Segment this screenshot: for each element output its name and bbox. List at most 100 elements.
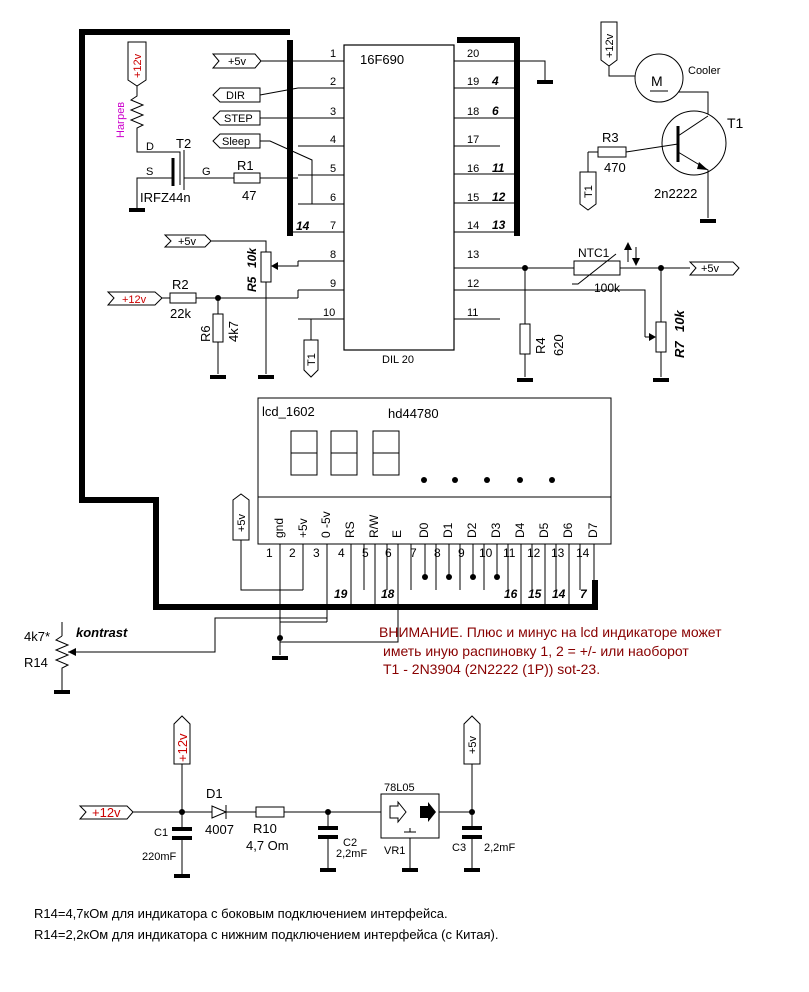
svg-text:R/W: R/W — [367, 514, 381, 538]
svg-text:10k: 10k — [245, 247, 259, 268]
svg-text:+5v: +5v — [467, 735, 479, 754]
svg-text:R2: R2 — [172, 277, 189, 292]
svg-text:11: 11 — [503, 546, 516, 560]
vr1-78l05: 78L05 VR1 — [380, 782, 440, 872]
port-12v-tap: +12v — [173, 715, 191, 812]
svg-text:220mF: 220mF — [142, 851, 177, 863]
mcu-tag-12: 12 — [492, 190, 506, 204]
svg-text:T1: T1 — [727, 115, 744, 131]
svg-text:R14=4,7кОм для индикатора с б: R14=4,7кОм для индикатора с боковым подк… — [34, 906, 448, 921]
svg-text:2,2mF: 2,2mF — [484, 842, 515, 854]
svg-text:Cooler: Cooler — [688, 65, 721, 77]
t2-mosfet: T2 S G IRFZ44n — [129, 136, 234, 212]
svg-text:D6: D6 — [561, 522, 575, 538]
mcu-pin-13: 13 — [467, 249, 479, 261]
lcd-ctrl: hd44780 — [388, 406, 439, 421]
port-5v-r5: +5v — [163, 234, 267, 252]
mcu-pin-12: 12 — [467, 278, 479, 290]
c2: C2 2,2mF — [318, 812, 367, 872]
svg-text:R14: R14 — [24, 655, 48, 670]
svg-text:9: 9 — [458, 546, 465, 560]
svg-text:STEP: STEP — [224, 113, 253, 125]
svg-text:gnd: gnd — [272, 518, 286, 538]
svg-text:+12v: +12v — [604, 33, 616, 58]
svg-text:+12v: +12v — [132, 53, 144, 78]
svg-text:D1: D1 — [441, 522, 455, 538]
svg-text:22k: 22k — [170, 306, 191, 321]
mcu-package: DIL 20 — [382, 354, 414, 366]
c3: C3 2,2mF — [439, 809, 515, 872]
svg-text:D7: D7 — [586, 522, 600, 538]
svg-text:4: 4 — [338, 546, 345, 560]
svg-text:47: 47 — [242, 188, 256, 203]
mcu-tag-4: 4 — [491, 74, 499, 88]
svg-text:13: 13 — [551, 546, 565, 560]
svg-text:D2: D2 — [465, 522, 479, 538]
heater-label: Нагрев — [115, 102, 127, 138]
svg-text:15: 15 — [528, 587, 542, 601]
r4: R4 620 — [517, 268, 566, 382]
mcu-pin-11: 11 — [467, 307, 478, 319]
svg-text:IRFZ44n: IRFZ44n — [140, 190, 191, 205]
port-12v-r2: +12v — [106, 291, 163, 306]
svg-text:D4: D4 — [513, 522, 527, 538]
svg-text:D0: D0 — [417, 522, 431, 538]
svg-text:+12v: +12v — [175, 733, 190, 762]
port-step: STEP — [212, 110, 298, 126]
svg-text:19: 19 — [334, 587, 348, 601]
cooler-motor: M Cooler — [608, 53, 721, 116]
mcu-pin-6: 6 — [330, 192, 336, 204]
mcu-pin-16: 16 — [467, 163, 479, 175]
mcu-pin-2: 2 — [330, 76, 336, 88]
r2: R2 22k — [162, 277, 299, 321]
svg-text:NTC1: NTC1 — [578, 246, 610, 260]
svg-text:+5v: +5v — [178, 236, 197, 248]
r6: R6 4k7 — [198, 298, 241, 379]
mcu-pin-9: 9 — [330, 278, 336, 290]
svg-text:4k7: 4k7 — [226, 321, 241, 342]
svg-text:R3: R3 — [602, 130, 619, 145]
lcd-gnd-wiring — [279, 557, 399, 655]
lcd-name: lcd_1602 — [262, 404, 315, 419]
svg-text:12: 12 — [527, 546, 541, 560]
svg-text:ВНИМАНИЕ. Плюс и минус на lcd: ВНИМАНИЕ. Плюс и минус на lcd индикаторе… — [379, 624, 722, 640]
port-dir: DIR — [212, 87, 299, 103]
svg-text:R7: R7 — [672, 341, 687, 358]
r14-pot: 4k7* R14 kontrast — [24, 617, 327, 694]
t2-d-label: D — [146, 141, 154, 153]
r1: R1 47 — [233, 158, 298, 203]
svg-text:620: 620 — [551, 334, 566, 356]
svg-text:DIR: DIR — [226, 90, 245, 102]
warning-note: ВНИМАНИЕ. Плюс и минус на lcd индикаторе… — [379, 624, 722, 677]
port-5v-ntc: +5v — [688, 261, 740, 276]
svg-text:10k: 10k — [672, 310, 687, 332]
svg-text:14: 14 — [552, 587, 566, 601]
mcu-pin-5: 5 — [330, 163, 336, 175]
svg-text:4,7 Om: 4,7 Om — [246, 838, 289, 853]
svg-text:14: 14 — [576, 546, 590, 560]
svg-text:8: 8 — [434, 546, 441, 560]
svg-text:3: 3 — [313, 546, 320, 560]
svg-text:+5v: +5v — [228, 56, 247, 68]
mcu-pin-7: 7 — [330, 220, 336, 232]
svg-text:+5v: +5v — [296, 518, 310, 538]
r7-pot: R7 10k — [644, 268, 687, 382]
svg-text:R14=2,2кОм для индикатора с н: R14=2,2кОм для индикатора с нижним подкл… — [34, 927, 498, 942]
svg-text:kontrast: kontrast — [76, 625, 128, 640]
port-12v-heater: +12v — [127, 41, 147, 87]
svg-text:R4: R4 — [533, 337, 548, 354]
mcu-name: 16F690 — [360, 52, 404, 67]
svg-text:18: 18 — [381, 587, 395, 601]
svg-text:G: G — [202, 166, 211, 178]
svg-text:D1: D1 — [206, 786, 223, 801]
ntc1: NTC1 100k — [454, 242, 690, 295]
lcd-1602: lcd_1602 hd44780 gnd +5v 0 -5v RS R/W E … — [257, 397, 612, 622]
svg-text:470: 470 — [604, 160, 626, 175]
port-5v-top: +5v — [211, 53, 298, 69]
svg-text:2: 2 — [289, 546, 296, 560]
mcu-pin-3: 3 — [330, 106, 336, 118]
svg-text:Sleep: Sleep — [222, 136, 250, 148]
mcu-pin-10: 10 — [323, 307, 335, 319]
svg-text:иметь иную распиновку 1, 2 = +: иметь иную распиновку 1, 2 = +/- или нао… — [383, 643, 689, 659]
